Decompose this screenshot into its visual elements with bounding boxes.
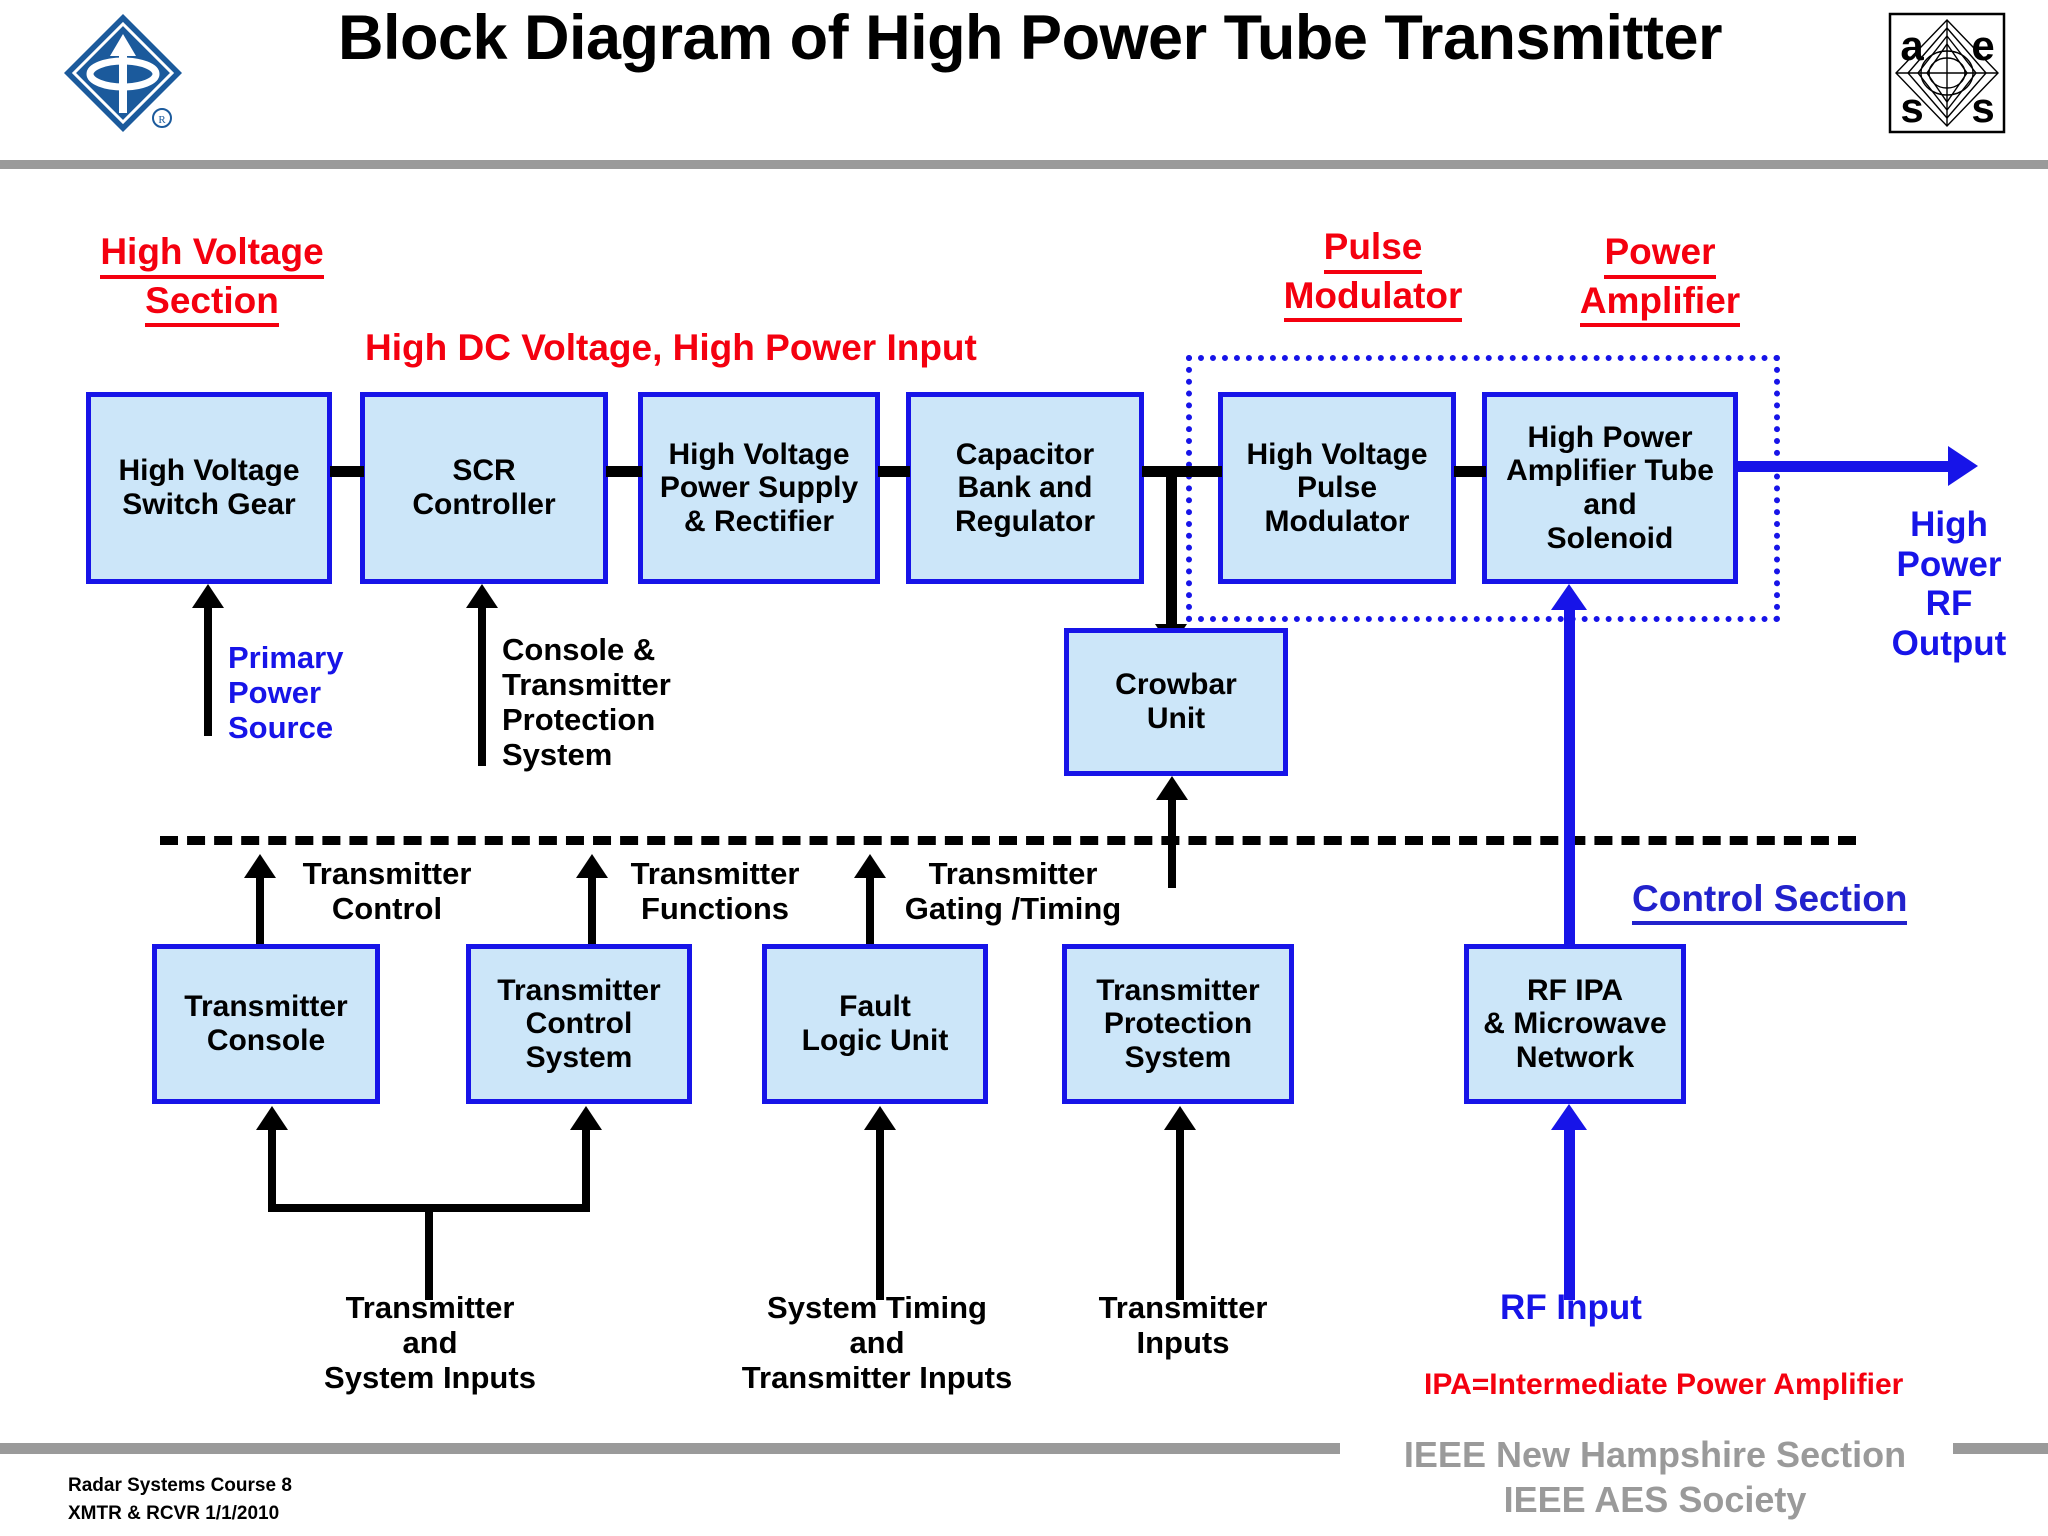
arrow-into-switchgear bbox=[192, 584, 224, 608]
console-fork-right-riser bbox=[582, 1128, 590, 1210]
arrow-into-amplifier-tube bbox=[1551, 584, 1587, 610]
section-heading-power-amplifier: Power Amplifier bbox=[1515, 230, 1805, 328]
block-hv-power-supply-rectifier[interactable]: High Voltage Power Supply & Rectifier bbox=[638, 392, 880, 584]
arrow-into-rf-ipa bbox=[1551, 1104, 1587, 1130]
pulse-modulator-power-amplifier-boundary bbox=[1186, 355, 1780, 622]
label-transmitter-inputs: Transmitter Inputs bbox=[1098, 1290, 1268, 1361]
aes-society-logo: a e s s bbox=[1888, 12, 2006, 134]
footer-organization: IEEE New Hampshire Section IEEE AES Soci… bbox=[1403, 1434, 1907, 1520]
block-transmitter-console[interactable]: Transmitter Console bbox=[152, 944, 380, 1104]
svg-text:a: a bbox=[1900, 22, 1924, 69]
footer-rule-left bbox=[0, 1443, 1340, 1454]
arrow-into-transmitter-console bbox=[256, 1106, 288, 1130]
label-primary-power-source: Primary Power Source bbox=[228, 640, 344, 746]
svg-text:s: s bbox=[1900, 84, 1923, 131]
connector-pulsemod-to-amptube bbox=[1454, 466, 1486, 477]
console-fork-stem bbox=[425, 1204, 433, 1300]
arrow-into-scr-controller bbox=[466, 584, 498, 608]
label-transmitter-control: Transmitter Control bbox=[302, 856, 472, 927]
arrow-into-crowbar-bottom bbox=[1156, 776, 1188, 800]
rf-output-line bbox=[1736, 461, 1958, 472]
hv-line1: High Voltage bbox=[100, 230, 324, 279]
control-section-label: Control Section bbox=[1632, 878, 1908, 925]
primary-power-line bbox=[204, 606, 212, 736]
block-transmitter-protection-system[interactable]: Transmitter Protection System bbox=[1062, 944, 1294, 1104]
footer-rule-right bbox=[1953, 1443, 2048, 1454]
connector-capbank-to-pulsemod bbox=[1142, 466, 1222, 477]
arrow-transmitter-control bbox=[244, 854, 276, 878]
block-rf-ipa-microwave-network[interactable]: RF IPA & Microwave Network bbox=[1464, 944, 1686, 1104]
footer-course-info: Radar Systems Course 8 XMTR & RCVR 1/1/2… bbox=[68, 1475, 292, 1524]
fault-logic-input-line bbox=[876, 1128, 884, 1300]
label-ipa-legend: IPA=Intermediate Power Amplifier bbox=[1424, 1368, 1904, 1401]
hv-input-note: High DC Voltage, High Power Input bbox=[365, 327, 977, 368]
block-hv-switch-gear[interactable]: High Voltage Switch Gear bbox=[86, 392, 332, 584]
pa-line1: Power bbox=[1604, 230, 1716, 279]
control-section-divider bbox=[160, 836, 1856, 845]
arrow-into-transmitter-protection-system bbox=[1164, 1106, 1196, 1130]
label-console-transmitter-protection: Console & Transmitter Protection System bbox=[502, 632, 671, 773]
connector-powersupply-to-capbank bbox=[878, 466, 910, 477]
hv-line2: Section bbox=[145, 279, 279, 328]
block-fault-logic-unit[interactable]: Fault Logic Unit bbox=[762, 944, 988, 1104]
arrow-into-transmitter-control-system bbox=[570, 1106, 602, 1130]
section-heading-control: Control Section bbox=[1632, 878, 1908, 925]
arrow-transmitter-functions bbox=[576, 854, 608, 878]
block-transmitter-control-system[interactable]: Transmitter Control System bbox=[466, 944, 692, 1104]
rf-ipa-to-amplifier-line bbox=[1564, 610, 1575, 946]
pa-line2: Amplifier bbox=[1579, 279, 1741, 328]
rf-input-line bbox=[1564, 1130, 1575, 1300]
pm-line1: Pulse bbox=[1323, 225, 1423, 274]
rf-output-arrowhead bbox=[1948, 446, 1978, 486]
svg-text:e: e bbox=[1971, 22, 1994, 69]
block-crowbar-unit[interactable]: Crowbar Unit bbox=[1064, 628, 1288, 776]
transmitter-protection-input-line bbox=[1176, 1128, 1184, 1300]
label-transmitter-and-system-inputs: Transmitter and System Inputs bbox=[324, 1290, 536, 1396]
section-heading-high-voltage: High Voltage Section bbox=[62, 230, 362, 328]
pm-line2: Modulator bbox=[1283, 274, 1463, 323]
label-high-power-rf-output: High Power RF Output bbox=[1891, 505, 2007, 663]
label-transmitter-gating-timing: Transmitter Gating /Timing bbox=[904, 856, 1122, 927]
label-transmitter-functions: Transmitter Functions bbox=[630, 856, 800, 927]
header-divider-rule bbox=[0, 160, 2048, 169]
label-system-timing-and-transmitter-inputs: System Timing and Transmitter Inputs bbox=[741, 1290, 1013, 1396]
block-hv-pulse-modulator[interactable]: High Voltage Pulse Modulator bbox=[1218, 392, 1456, 584]
arrow-transmitter-gating bbox=[854, 854, 886, 878]
page-title: Block Diagram of High Power Tube Transmi… bbox=[337, 3, 1723, 73]
ieee-diamond-logo: R bbox=[58, 8, 188, 138]
connector-switchgear-to-scr bbox=[330, 466, 364, 477]
transmitter-control-line bbox=[256, 876, 264, 954]
connector-scr-to-powersupply bbox=[606, 466, 642, 477]
label-rf-input: RF Input bbox=[1500, 1288, 1642, 1327]
svg-text:s: s bbox=[1971, 84, 1994, 131]
section-heading-pulse-modulator: Pulse Modulator bbox=[1228, 225, 1518, 323]
arrow-into-fault-logic-unit bbox=[864, 1106, 896, 1130]
transmitter-functions-line bbox=[588, 876, 596, 954]
block-capacitor-bank-regulator[interactable]: Capacitor Bank and Regulator bbox=[906, 392, 1144, 584]
console-fork-left-riser bbox=[268, 1128, 276, 1210]
connector-capbank-to-crowbar-stem bbox=[1166, 466, 1177, 628]
svg-text:R: R bbox=[158, 114, 166, 126]
block-scr-controller[interactable]: SCR Controller bbox=[360, 392, 608, 584]
transmitter-gating-line bbox=[866, 876, 874, 954]
console-protection-line bbox=[478, 606, 486, 766]
block-hp-amplifier-tube-solenoid[interactable]: High Power Amplifier Tube and Solenoid bbox=[1482, 392, 1738, 584]
